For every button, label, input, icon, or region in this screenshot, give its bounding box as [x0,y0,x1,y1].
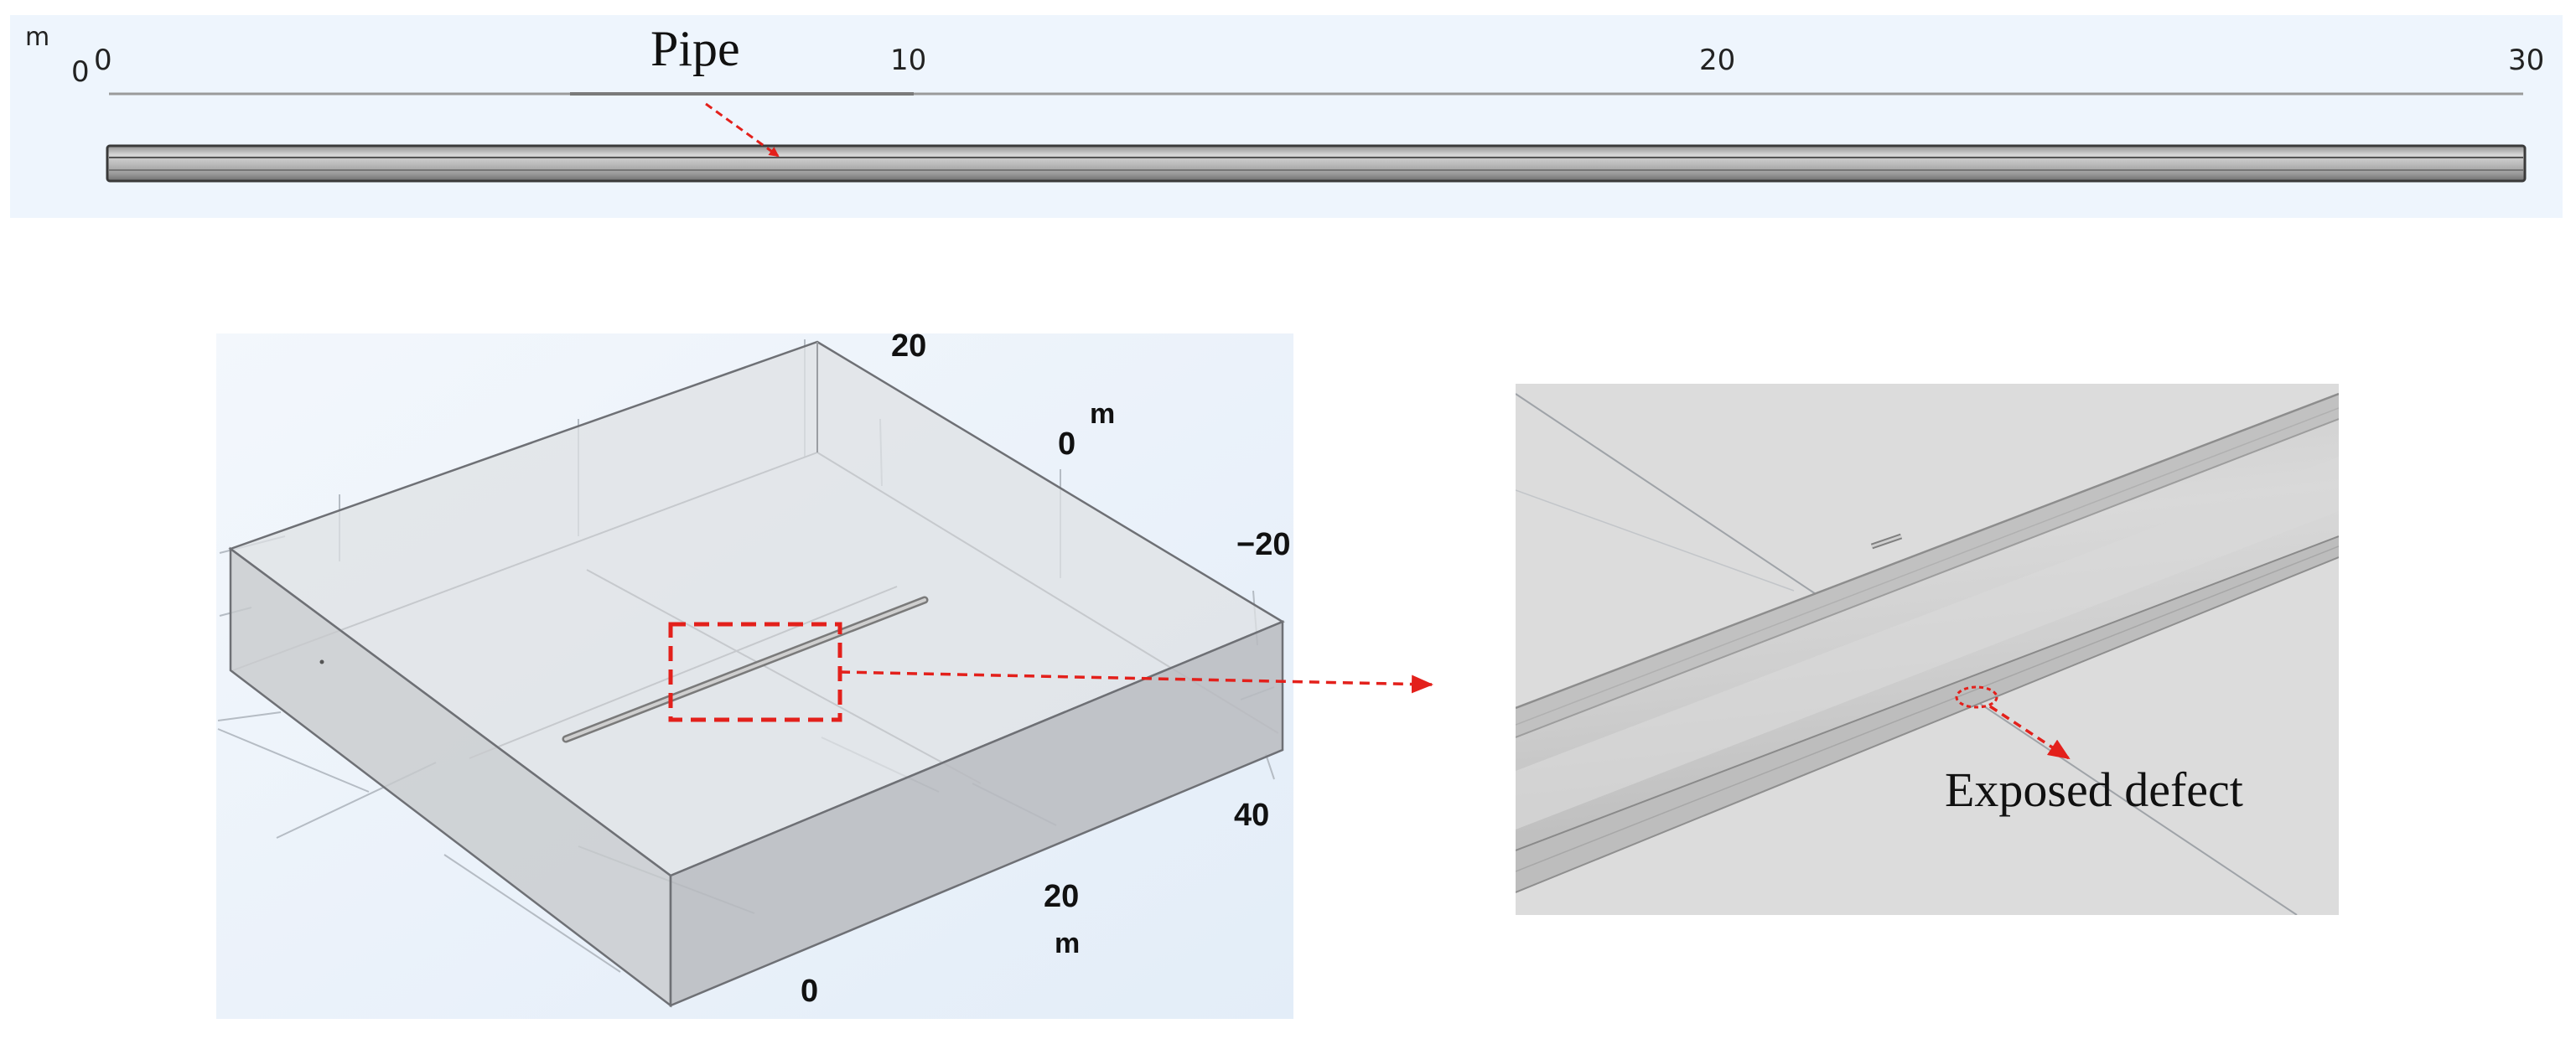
top-pipe [106,144,2527,183]
zoom-pipe-edge [1516,407,2339,726]
top-tick-20: 20 [1699,44,1735,77]
exposed-defect-label: Exposed defect [1945,762,2243,817]
domain-box-right-face [669,620,1284,1007]
zoom-pipe-edge [1516,418,2339,738]
iso-view-panel [216,333,1433,1019]
iso-tick-back-0: 0 [1058,426,1075,462]
zoom-pipe-edge [1516,392,2339,710]
top-tick-10: 10 [890,44,926,77]
iso-tick-front-0: 0 [801,974,818,1009]
top-origin-label: 0 [71,55,90,89]
iso-unit-front: m [1055,928,1080,959]
top-panel-background [10,15,2563,218]
zoom-pipe-lower-rim [1516,536,2339,892]
zoom-view-panel [1516,384,2339,915]
iso-marker-dot [319,659,324,664]
top-tick-0: 0 [94,44,112,77]
defect-marker-circle [1955,685,1998,709]
zoom-pipe-upper-rim [1516,394,2339,737]
zoom-pipe-highlight [1516,457,2339,830]
iso-tick-front-20: 20 [1044,879,1079,914]
zoom-pipe-edge [1516,535,2339,851]
zoom-small-bar-highlight [1871,535,1902,548]
pipe-pointer-arrow [705,102,780,158]
top-tick-30: 30 [2508,44,2544,77]
iso-pipe-highlight [564,598,926,741]
zoom-connector-arrow [839,670,1433,694]
iso-unit-back: m [1090,398,1115,430]
top-unit-label: m [25,23,49,52]
iso-tick-back-20: 20 [891,328,926,364]
iso-tick-back-minus20: −20 [1236,527,1290,562]
pipe-label: Pipe [650,21,740,76]
defect-pointer-arrow [1989,705,2071,760]
zoom-pipe-edge [1516,545,2339,872]
top-view-panel [10,15,2563,218]
zoom-pipe-edge [1516,556,2339,893]
iso-tick-front-40: 40 [1234,798,1269,833]
zoom-grid-line [1516,489,1795,592]
